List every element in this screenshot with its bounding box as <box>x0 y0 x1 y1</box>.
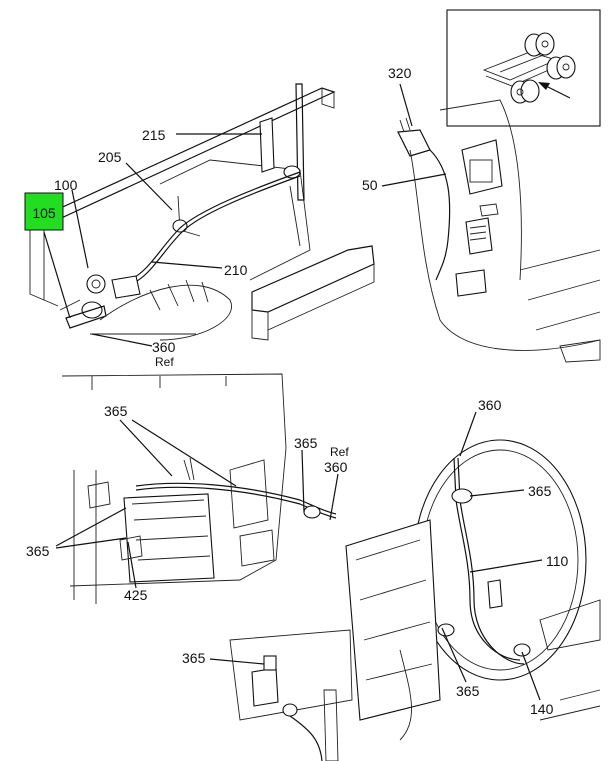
callout-140: 140 <box>530 701 554 717</box>
leader-365-a1 <box>119 419 173 477</box>
inset-axle-sketch <box>482 32 576 104</box>
leader-100 <box>71 189 89 269</box>
callout-205: 205 <box>98 149 122 165</box>
leader-365-right <box>469 489 525 497</box>
leader-365-br <box>441 627 467 683</box>
callout-365-bl: 365 <box>182 650 206 666</box>
callout-365-a: 365 <box>104 403 128 419</box>
leader-110 <box>469 559 543 573</box>
callout-425: 425 <box>124 587 148 603</box>
leader-365-b <box>301 449 305 513</box>
leader-365-a2 <box>131 419 237 487</box>
leader-50 <box>381 173 447 187</box>
ref-label-mid: Ref <box>330 445 349 459</box>
leader-105 <box>43 231 71 319</box>
leader-320 <box>399 83 413 127</box>
leader-140 <box>521 651 541 701</box>
leader-425 <box>127 541 137 589</box>
callout-360-right: 360 <box>478 397 502 413</box>
leader-lines <box>43 83 543 701</box>
callout-110: 110 <box>546 553 569 569</box>
callout-100: 100 <box>54 177 78 193</box>
ref-label-top: Ref <box>155 355 174 369</box>
top-right-engine-assembly <box>397 99 601 363</box>
callout-360-top: 360 <box>152 339 176 355</box>
bottom-right-transmission-assembly <box>229 439 601 761</box>
leader-365-bl <box>209 658 265 665</box>
leader-205 <box>125 162 173 211</box>
callout-320: 320 <box>388 65 412 81</box>
callout-215: 215 <box>142 127 166 143</box>
inset-arrow <box>538 82 571 99</box>
leader-365-c2 <box>55 537 127 549</box>
leader-360-right <box>459 411 477 457</box>
callout-365-c: 365 <box>26 543 50 559</box>
leader-360-top <box>91 333 153 347</box>
highlight-105-box <box>24 192 64 231</box>
callout-365-br: 365 <box>456 683 480 699</box>
leader-360-mid <box>329 473 339 521</box>
inset-frame <box>446 9 601 127</box>
callout-365-right: 365 <box>528 483 552 499</box>
leader-210 <box>151 261 223 269</box>
callout-210: 210 <box>224 262 248 278</box>
inset-view <box>446 9 601 127</box>
top-left-frame-assembly <box>28 83 375 341</box>
mid-left-module-assembly <box>61 373 337 604</box>
callout-105: 105 <box>32 205 56 221</box>
callout-50: 50 <box>362 177 378 193</box>
callout-365-b: 365 <box>294 435 318 451</box>
callout-360-mid: 360 <box>324 459 348 475</box>
leader-365-c1 <box>55 507 127 547</box>
